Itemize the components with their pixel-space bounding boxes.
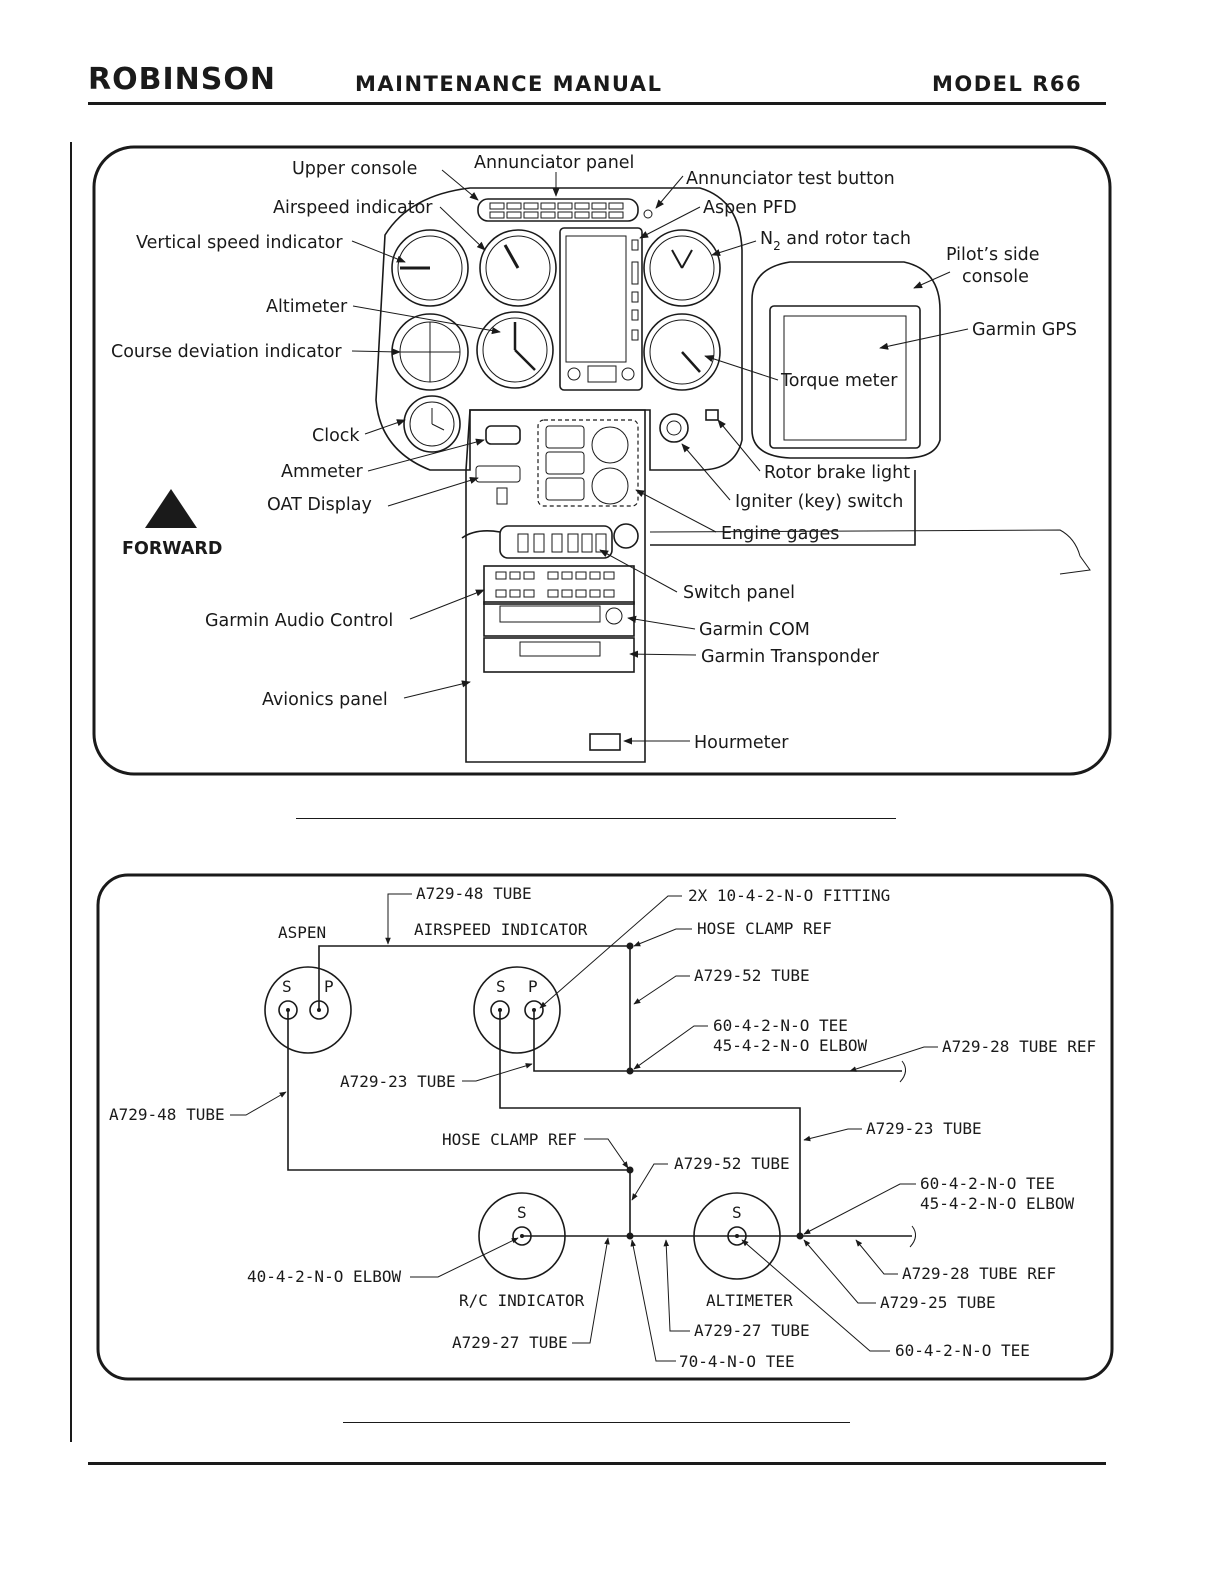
label-rotor-brake-light: Rotor brake light <box>764 463 910 483</box>
label-pilots-side-console-2: console <box>962 267 1029 287</box>
label-tee-60-bottom: 60-4-2-N-O TEE <box>895 1341 1030 1360</box>
label-garmin-audio-control: Garmin Audio Control <box>205 611 393 631</box>
label-upper-console: Upper console <box>292 159 417 179</box>
label-tee-60-top: 60-4-2-N-O TEE <box>713 1016 848 1035</box>
label-igniter-switch: Igniter (key) switch <box>735 492 903 512</box>
label-course-deviation-indicator: Course deviation indicator <box>111 342 342 362</box>
hourmeter-shape <box>589 733 621 751</box>
label-a729-27-tube-left: A729-27 TUBE <box>452 1333 568 1352</box>
engine-gages <box>545 425 629 505</box>
label-engine-gages: Engine gages <box>721 524 839 544</box>
rc-port-s: S <box>517 1203 527 1222</box>
vsi-gauge <box>391 229 469 307</box>
label-altimeter: Altimeter <box>266 297 348 317</box>
annunciator-lights <box>489 202 624 219</box>
engine-gages-group <box>537 419 639 507</box>
label-hose-clamp-ref-top: HOSE CLAMP REF <box>697 919 832 938</box>
n2-rotor-tach-gauge <box>643 229 721 307</box>
model-title: MODEL R66 <box>932 72 1083 96</box>
label-a729-28-tube-ref-bottom: A729-28 TUBE REF <box>902 1264 1056 1283</box>
figure1-caption-rule <box>296 818 896 819</box>
figure2-caption-rule <box>343 1422 850 1423</box>
ammeter-shape <box>485 425 521 445</box>
label-a729-23-tube-left: A729-23 TUBE <box>340 1072 456 1091</box>
manual-title: MAINTENANCE MANUAL <box>355 72 663 96</box>
label-oat-display: OAT Display <box>267 495 372 515</box>
label-annunciator-panel: Annunciator panel <box>474 153 634 173</box>
label-elbow-45-mid: 45-4-2-N-O ELBOW <box>920 1194 1074 1213</box>
aspen-port-p: P <box>324 977 334 996</box>
label-a729-25-tube: A729-25 TUBE <box>880 1293 996 1312</box>
label-a729-52-tube-mid: A729-52 TUBE <box>674 1154 790 1173</box>
label-altimeter: ALTIMETER <box>706 1291 793 1310</box>
label-pilots-side-console-1: Pilot’s side <box>946 245 1040 265</box>
label-n2-rotor-tach: N2 and rotor tach <box>760 229 911 253</box>
revision-bar <box>70 142 72 1442</box>
airspeed-port-p: P <box>528 977 538 996</box>
label-rc-indicator: R/C INDICATOR <box>459 1291 585 1310</box>
brand-logo-text: ROBINSON <box>88 62 276 97</box>
airspeed-port-s: S <box>496 977 506 996</box>
forward-arrow-icon <box>145 489 197 528</box>
center-console-outline <box>465 409 646 763</box>
footer-rule <box>88 1462 1106 1465</box>
label-a729-52-tube-top: A729-52 TUBE <box>694 966 810 985</box>
rotor-brake-light-shape <box>705 409 719 421</box>
label-hourmeter: Hourmeter <box>694 733 789 753</box>
airspeed-instrument <box>473 966 561 1054</box>
upper-console-outline <box>375 187 743 471</box>
label-vertical-speed-indicator: Vertical speed indicator <box>136 233 343 253</box>
oat-display-shape <box>475 465 521 483</box>
annunciator-test-button-shape <box>643 209 653 219</box>
label-aspen-pfd: Aspen PFD <box>703 198 797 218</box>
label-tee-70: 70-4-N-O TEE <box>679 1352 795 1371</box>
label-a729-23-tube-right: A729-23 TUBE <box>866 1119 982 1138</box>
panel-figure: Upper console Annunciator panel Annuncia… <box>92 145 1112 776</box>
altimeter-gauge <box>476 311 554 389</box>
label-tee-60-mid: 60-4-2-N-O TEE <box>920 1174 1055 1193</box>
garmin-transponder-shape <box>483 637 635 673</box>
label-garmin-com: Garmin COM <box>699 620 810 640</box>
label-ammeter: Ammeter <box>281 462 363 482</box>
pilots-side-console-outline <box>751 261 941 459</box>
label-garmin-gps: Garmin GPS <box>972 320 1077 340</box>
altimeter-port-s: S <box>732 1203 742 1222</box>
annunciator-panel-shape <box>477 198 639 222</box>
header-rule <box>88 102 1106 105</box>
garmin-com-shape <box>483 601 635 637</box>
label-hose-clamp-ref-mid: HOSE CLAMP REF <box>442 1130 577 1149</box>
rotary-knob <box>613 523 639 549</box>
label-elbow-45-top: 45-4-2-N-O ELBOW <box>713 1036 867 1055</box>
label-clock: Clock <box>312 426 360 446</box>
label-switch-panel: Switch panel <box>683 583 795 603</box>
label-a729-48-tube-left: A729-48 TUBE <box>109 1105 225 1124</box>
label-airspeed-indicator: Airspeed indicator <box>273 198 433 218</box>
label-garmin-transponder: Garmin Transponder <box>701 647 880 667</box>
label-airspeed-indicator: AIRSPEED INDICATOR <box>414 920 588 939</box>
label-fitting: 2X 10-4-2-N-O FITTING <box>688 886 890 905</box>
label-forward: FORWARD <box>122 539 222 559</box>
pitot-static-figure-frame <box>96 873 1114 1381</box>
label-elbow-40: 40-4-2-N-O ELBOW <box>247 1267 401 1286</box>
pitot-static-figure: S P S P S S ASPEN AIRSPEED INDICATOR A72… <box>96 873 1114 1381</box>
torque-meter-gauge <box>643 313 721 391</box>
airspeed-gauge <box>479 229 557 307</box>
audio-control-shape <box>483 565 635 605</box>
panel-figure-frame <box>92 145 1112 776</box>
igniter-switch-shape <box>659 413 689 443</box>
label-a729-28-tube-ref-top: A729-28 TUBE REF <box>942 1037 1096 1056</box>
label-torque-meter: Torque meter <box>780 371 898 391</box>
label-annunciator-test-button: Annunciator test button <box>686 169 895 189</box>
label-avionics-panel: Avionics panel <box>262 690 388 710</box>
cdi-gauge <box>391 313 469 391</box>
clock-gauge <box>403 395 461 453</box>
label-aspen: ASPEN <box>278 923 326 942</box>
label-a729-27-tube-mid: A729-27 TUBE <box>694 1321 810 1340</box>
aspen-instrument <box>264 966 352 1054</box>
aspen-port-s: S <box>282 977 292 996</box>
switch-panel-shape <box>499 525 613 559</box>
label-a729-48-tube-top: A729-48 TUBE <box>416 884 532 903</box>
aspen-pfd-shape <box>559 227 643 391</box>
